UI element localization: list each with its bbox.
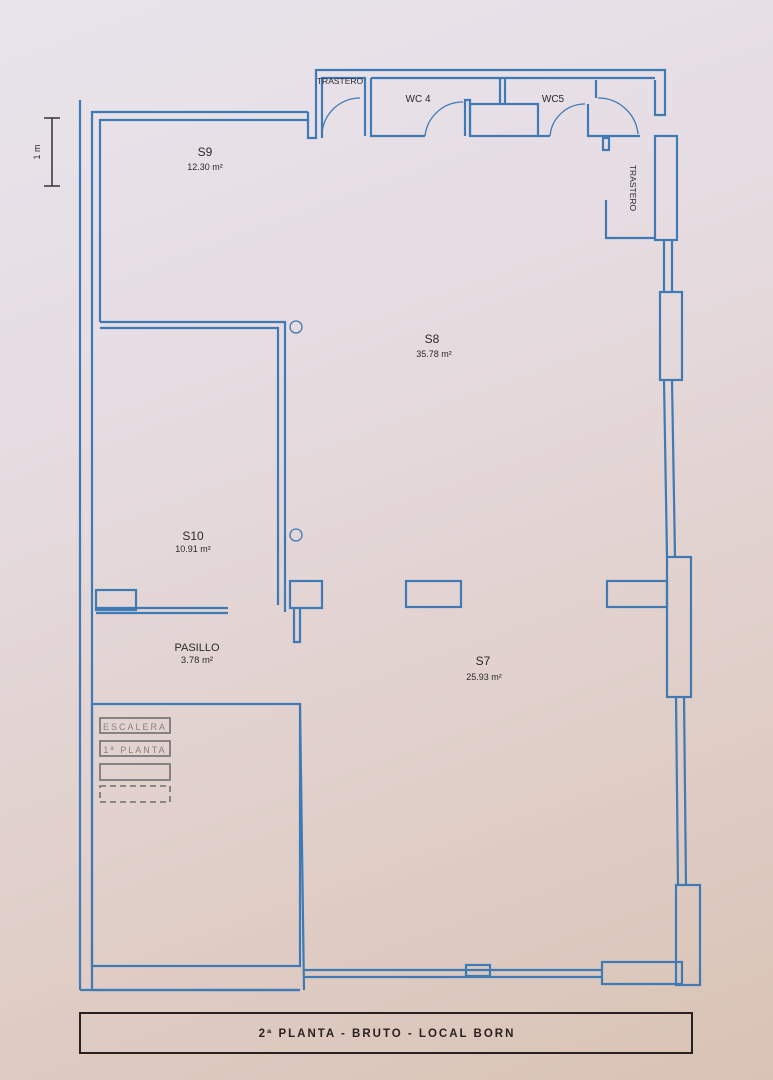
scale-label: 1 m <box>32 144 42 159</box>
room-pasillo-name: PASILLO <box>174 642 219 654</box>
stairs-label-1: ESCALERA <box>103 722 167 732</box>
room-label-trastero-right: TRASTERO <box>628 165 638 212</box>
room-s10-name: S10 <box>182 529 204 543</box>
stairs-label-2: 1ª PLANTA <box>103 745 166 755</box>
room-pasillo-area: 3.78 m² <box>181 655 213 666</box>
room-s7-area: 25.93 m² <box>466 672 502 682</box>
room-label-trastero-top: TRASTERO <box>317 76 364 86</box>
room-labels: S9 12.30 m² S8 35.78 m² S10 10.91 m² PAS… <box>174 145 501 682</box>
stairs: ESCALERA 1ª PLANTA <box>99 717 171 803</box>
room-s8-area: 35.78 m² <box>416 349 452 359</box>
room-s7-name: S7 <box>476 654 491 668</box>
outer-walls <box>78 68 702 992</box>
plan-title: 2ª PLANTA - BRUTO - LOCAL BORN <box>259 1028 516 1040</box>
room-s10-area: 10.91 m² <box>175 544 211 554</box>
room-label-wc4: WC 4 <box>406 94 431 105</box>
interior-walls <box>90 320 669 991</box>
room-label-wc5: WC5 <box>542 94 565 105</box>
scale-bar: 1 m <box>32 117 60 187</box>
title-box: 2ª PLANTA - BRUTO - LOCAL BORN <box>79 1012 693 1054</box>
room-s9-name: S9 <box>198 145 213 159</box>
room-s9-area: 12.30 m² <box>187 162 223 172</box>
service-block: TRASTERO WC 4 WC5 TRASTERO <box>317 76 656 240</box>
room-s8-name: S8 <box>425 332 440 346</box>
